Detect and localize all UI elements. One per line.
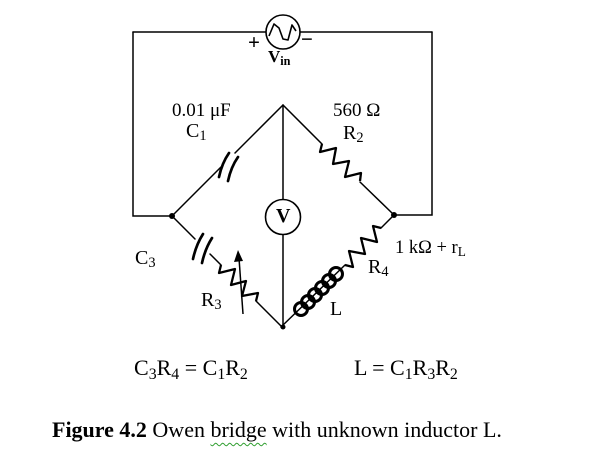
label-r3-name: R3 xyxy=(201,289,222,314)
ac-source-icon xyxy=(265,14,301,50)
junction-dot-right xyxy=(391,212,397,218)
resistor-r3-icon xyxy=(217,264,260,302)
capacitor-c3-icon xyxy=(191,232,214,265)
capacitor-c1-icon xyxy=(217,151,240,183)
label-r4-value: 1 kΩ + rL xyxy=(395,238,466,260)
wire-left xyxy=(132,31,170,217)
resistor-r4-icon xyxy=(344,224,382,269)
source-vin-label: Vin xyxy=(268,47,291,68)
inductor-l-icon xyxy=(293,266,344,317)
wire-arm-c3r3 xyxy=(173,217,282,327)
wire-arm-c1 xyxy=(173,104,284,215)
source-minus-sign: − xyxy=(301,27,313,51)
source-plus-sign: + xyxy=(248,30,260,54)
sine-wave-icon xyxy=(268,23,297,41)
equation-inductance: L = C1R3R2 xyxy=(354,355,458,383)
junction-dot-bottom xyxy=(280,324,286,330)
voltmeter-icon xyxy=(264,198,302,236)
equation-balance: C3R4 = C1R2 xyxy=(134,355,248,383)
wire-right xyxy=(396,31,433,216)
resistor-r2-icon xyxy=(318,143,363,182)
wires xyxy=(132,31,433,328)
junction-dot-left xyxy=(169,213,175,219)
label-r2-value: 560 Ω xyxy=(333,100,381,121)
voltmeter-label: V xyxy=(276,205,291,227)
label-c3-name: C3 xyxy=(135,247,156,272)
label-r4-name: R4 xyxy=(368,256,389,281)
label-l-name: L xyxy=(330,298,343,320)
variable-resistor-arrow-icon xyxy=(234,250,244,315)
figure-caption: Figure 4.2 Owen bridge with unknown indu… xyxy=(52,417,502,442)
label-r2-name: R2 xyxy=(343,122,364,147)
label-c1-value: 0.01 μF xyxy=(172,100,231,121)
junction-dots xyxy=(169,212,397,330)
wire-arm-r2 xyxy=(282,104,393,214)
label-c1-name: C1 xyxy=(186,120,207,145)
